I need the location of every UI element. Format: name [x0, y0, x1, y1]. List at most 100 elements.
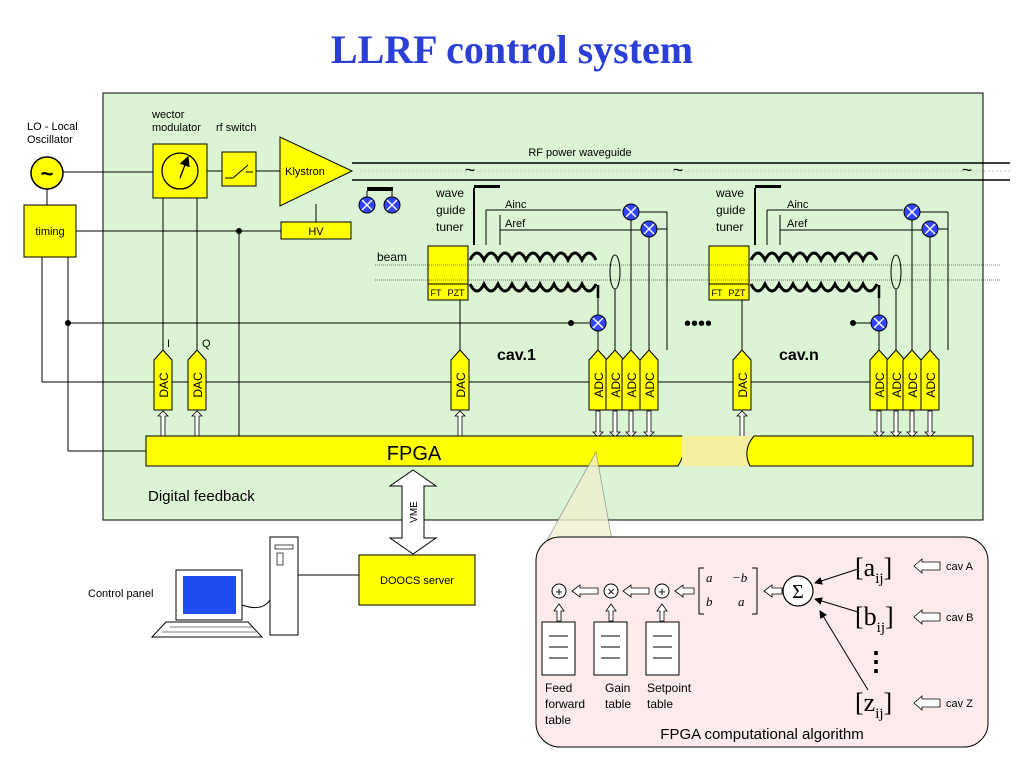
cav1-probe-mixer-icon — [589, 314, 607, 332]
gain-table-icon — [593, 621, 628, 676]
vme-bus — [388, 469, 438, 555]
feed-label-3: table — [545, 713, 571, 727]
cavn-guide-label: guide — [716, 203, 746, 217]
svg-text:ADC: ADC — [873, 372, 887, 398]
feed-forward-table-icon — [541, 621, 576, 676]
sigma-symbol: Σ — [792, 581, 804, 603]
hv-label: HV — [308, 226, 324, 238]
rf-switch-label: rf switch — [216, 122, 256, 134]
cav-b-label: cav B — [946, 612, 974, 624]
cavn-ft-label: FT — [712, 288, 723, 298]
matrix-neg-b: −b — [732, 570, 748, 585]
dac-q-label: Q — [202, 338, 211, 350]
svg-text:DAC: DAC — [454, 372, 468, 398]
klystron-mixer-1-icon — [358, 196, 376, 214]
matrix-aij: [aij] — [855, 553, 892, 587]
svg-text:ADC: ADC — [924, 372, 938, 398]
setpoint-table-icon — [645, 621, 680, 676]
sum-node-icon — [551, 583, 567, 599]
svg-text:ADC: ADC — [890, 372, 904, 398]
dac-cavn-tuner: DAC — [732, 349, 752, 411]
doocs-server — [358, 554, 476, 606]
cavn-pzt-label: PZT — [729, 288, 747, 298]
cavn-label: cav.n — [779, 347, 819, 364]
setpoint-label-1: Setpoint — [647, 681, 692, 695]
adc-cavn-4: ADC — [920, 349, 940, 411]
plus-symbol-2: + — [658, 584, 666, 599]
cav1-label: cav.1 — [497, 347, 536, 364]
cavn-cells — [749, 251, 879, 293]
vme-label: VME — [409, 501, 420, 523]
lo-label-1: LO - Local — [27, 121, 78, 133]
adc-cavn-3: ADC — [902, 349, 922, 411]
matrix-zij: [zij] — [855, 688, 892, 722]
lo-label-2: Oscillator — [27, 134, 73, 146]
vector-modulator-dial-icon — [161, 152, 199, 190]
plus-symbol: + — [555, 584, 563, 599]
cavn-aref-mixer-icon — [921, 220, 939, 238]
matrix-a2: a — [738, 594, 745, 609]
svg-text:ADC: ADC — [609, 372, 623, 398]
adc-cav1-4: ADC — [639, 349, 659, 411]
svg-text:DAC: DAC — [157, 372, 171, 398]
svg-text:ADC: ADC — [592, 372, 606, 398]
cav1-tuner-label: tuner — [436, 220, 463, 234]
cav1-pzt-label: PZT — [448, 288, 466, 298]
waveguide-tilde-3: ~ — [962, 160, 973, 180]
computer-icon — [150, 536, 299, 638]
cav1-cells — [468, 251, 598, 293]
dac-cav1-tuner: DAC — [450, 349, 470, 411]
lo-tilde: ~ — [41, 161, 54, 186]
cav1-wave-label: wave — [435, 186, 464, 200]
cavn-probe-mixer-icon — [870, 314, 888, 332]
cav1-aref-mixer-icon — [640, 220, 658, 238]
rf-switch — [221, 151, 257, 187]
cav1-aref-label: Aref — [505, 218, 526, 230]
svg-text:DAC: DAC — [736, 372, 750, 398]
multiply-node-icon — [603, 583, 619, 599]
rf-waveguide-label: RF power waveguide — [528, 147, 631, 159]
cavity-dots: •••• — [684, 313, 712, 335]
cavn-ainc-mixer-icon — [903, 203, 921, 221]
svg-text:ADC: ADC — [643, 372, 657, 398]
setpoint-label-2: table — [647, 697, 673, 711]
adc-cav1-2: ADC — [605, 349, 625, 411]
klystron-mixer-2-icon — [383, 196, 401, 214]
matrix-bij: [bij] — [855, 602, 894, 636]
gain-label-1: Gain — [605, 681, 630, 695]
fpga-algorithm-label: FPGA computational algorithm — [660, 726, 863, 743]
vector-label-2: modulator — [152, 122, 201, 134]
beam-label: beam — [377, 250, 407, 264]
cav-a-label: cav A — [946, 561, 974, 573]
adc-cavn-1: ADC — [869, 349, 889, 411]
cavn-ainc-label: Ainc — [787, 199, 809, 211]
feed-label-1: Feed — [545, 681, 572, 695]
svg-text:DAC: DAC — [191, 372, 205, 398]
vector-modulator — [152, 143, 208, 199]
matrix-b: b — [706, 594, 713, 609]
dac-i: DAC — [153, 349, 173, 411]
waveguide-tilde-2: ~ — [673, 160, 684, 180]
doocs-label: DOOCS server — [380, 575, 454, 587]
svg-text:ADC: ADC — [906, 372, 920, 398]
setpoint-sum-icon — [654, 583, 670, 599]
adc-cavn-2: ADC — [886, 349, 906, 411]
matrix-vdots: ⋮ — [863, 646, 889, 676]
waveguide-tilde-1: ~ — [465, 160, 476, 180]
timing-label: timing — [35, 226, 64, 238]
sigma-node-icon — [782, 575, 814, 607]
fpga-label: FPGA — [387, 443, 442, 465]
cav1-ainc-mixer-icon — [622, 203, 640, 221]
cavn-tuner-label: tuner — [716, 220, 743, 234]
adc-cav1-3: ADC — [621, 349, 641, 411]
adc-cav1-1: ADC — [588, 349, 608, 411]
dac-i-label: I — [167, 338, 170, 350]
digital-feedback-label: Digital feedback — [148, 488, 255, 505]
cav1-ft-label: FT — [431, 288, 442, 298]
cav1-guide-label: guide — [436, 203, 466, 217]
gain-label-2: table — [605, 697, 631, 711]
page-title: LLRF control system — [330, 27, 694, 72]
svg-text:ADC: ADC — [625, 372, 639, 398]
matrix-a: a — [706, 570, 713, 585]
